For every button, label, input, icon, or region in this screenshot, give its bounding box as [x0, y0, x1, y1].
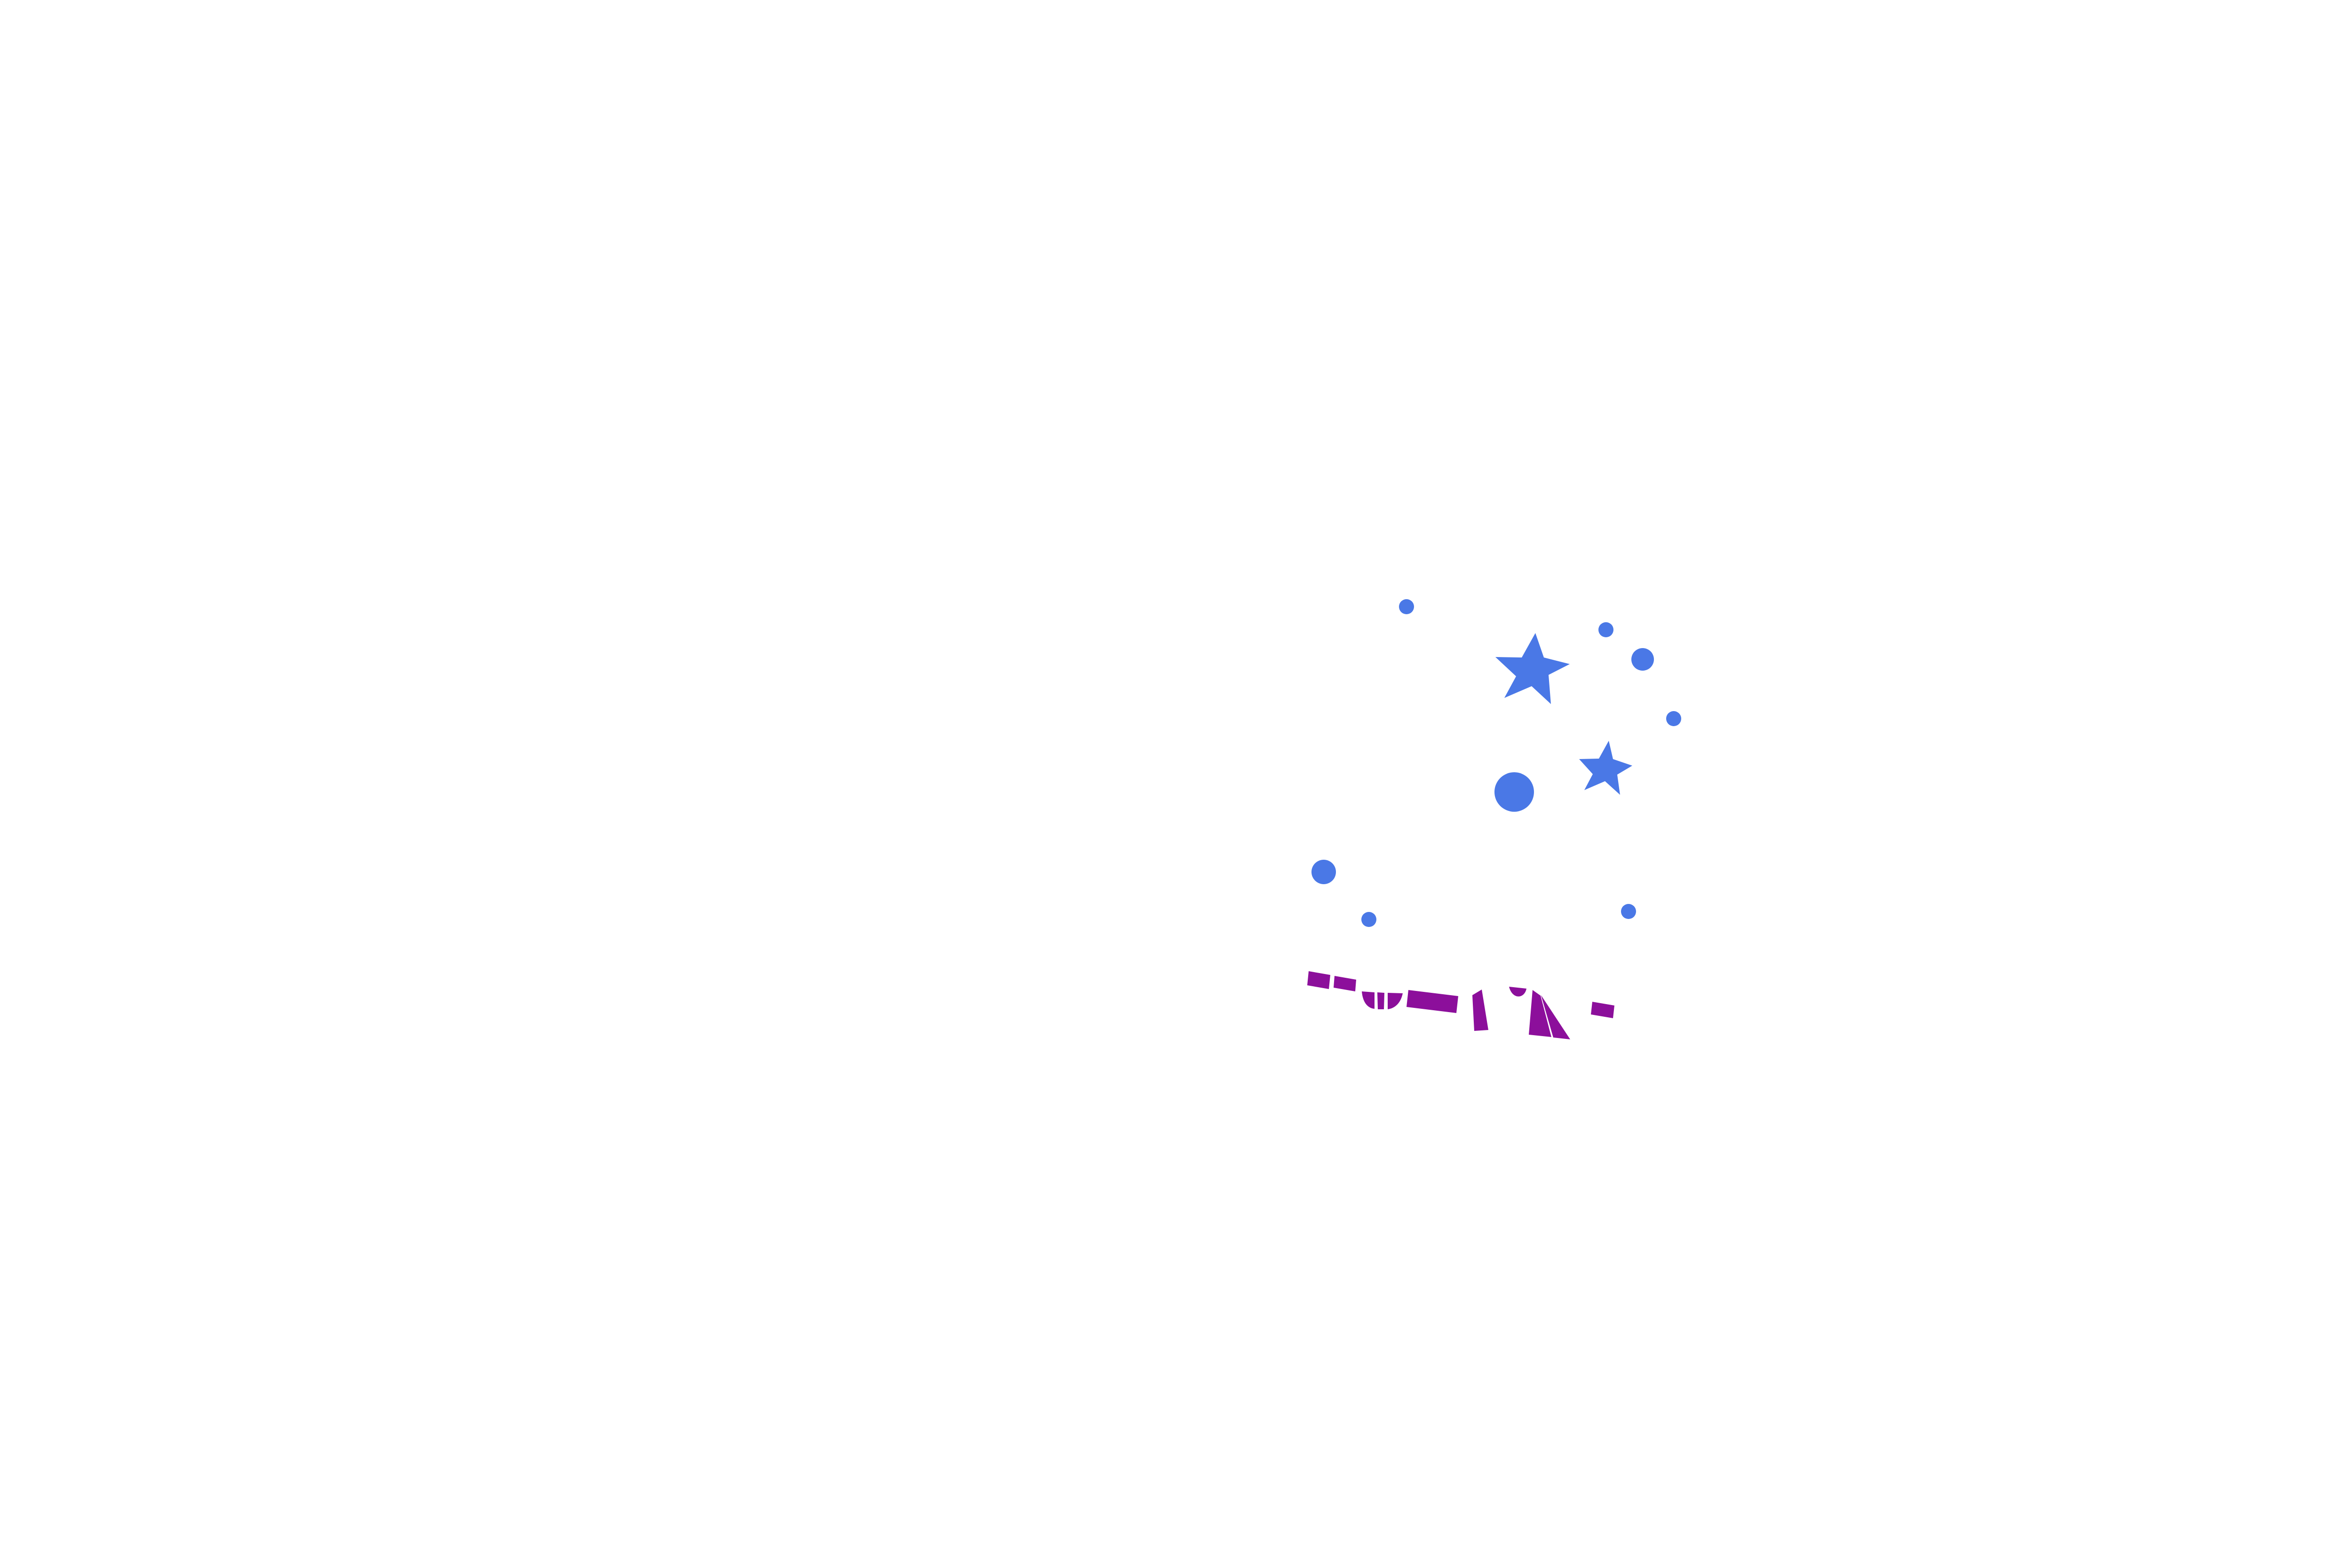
dot-icon: [1311, 860, 1336, 884]
small-star-icon: [1579, 741, 1632, 795]
dot-icon: [1399, 599, 1414, 614]
dot-icon: [1598, 622, 1613, 637]
dot-icon: [1361, 912, 1376, 927]
dot-icon: [1666, 711, 1681, 726]
large-star-icon: [1495, 633, 1570, 704]
dot-icon: [1631, 648, 1654, 671]
shape-cluster: [1311, 599, 1681, 927]
dot-icon: [1621, 904, 1636, 919]
dot-icon: [1494, 772, 1534, 812]
broken-text-fragment: [1307, 971, 1614, 1039]
